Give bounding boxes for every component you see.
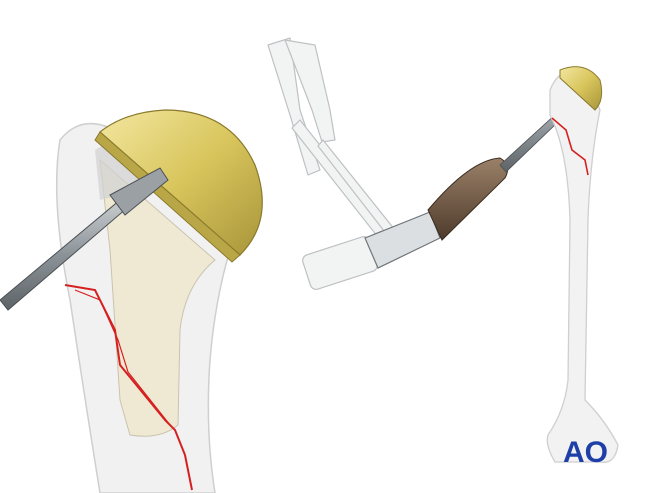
t-handle-instrument bbox=[267, 37, 585, 290]
humerus-overview: AO bbox=[546, 66, 619, 469]
ao-logo-text: AO bbox=[563, 436, 608, 469]
proximal-humerus-closeup bbox=[0, 109, 263, 493]
ao-logo: AO bbox=[563, 436, 608, 469]
